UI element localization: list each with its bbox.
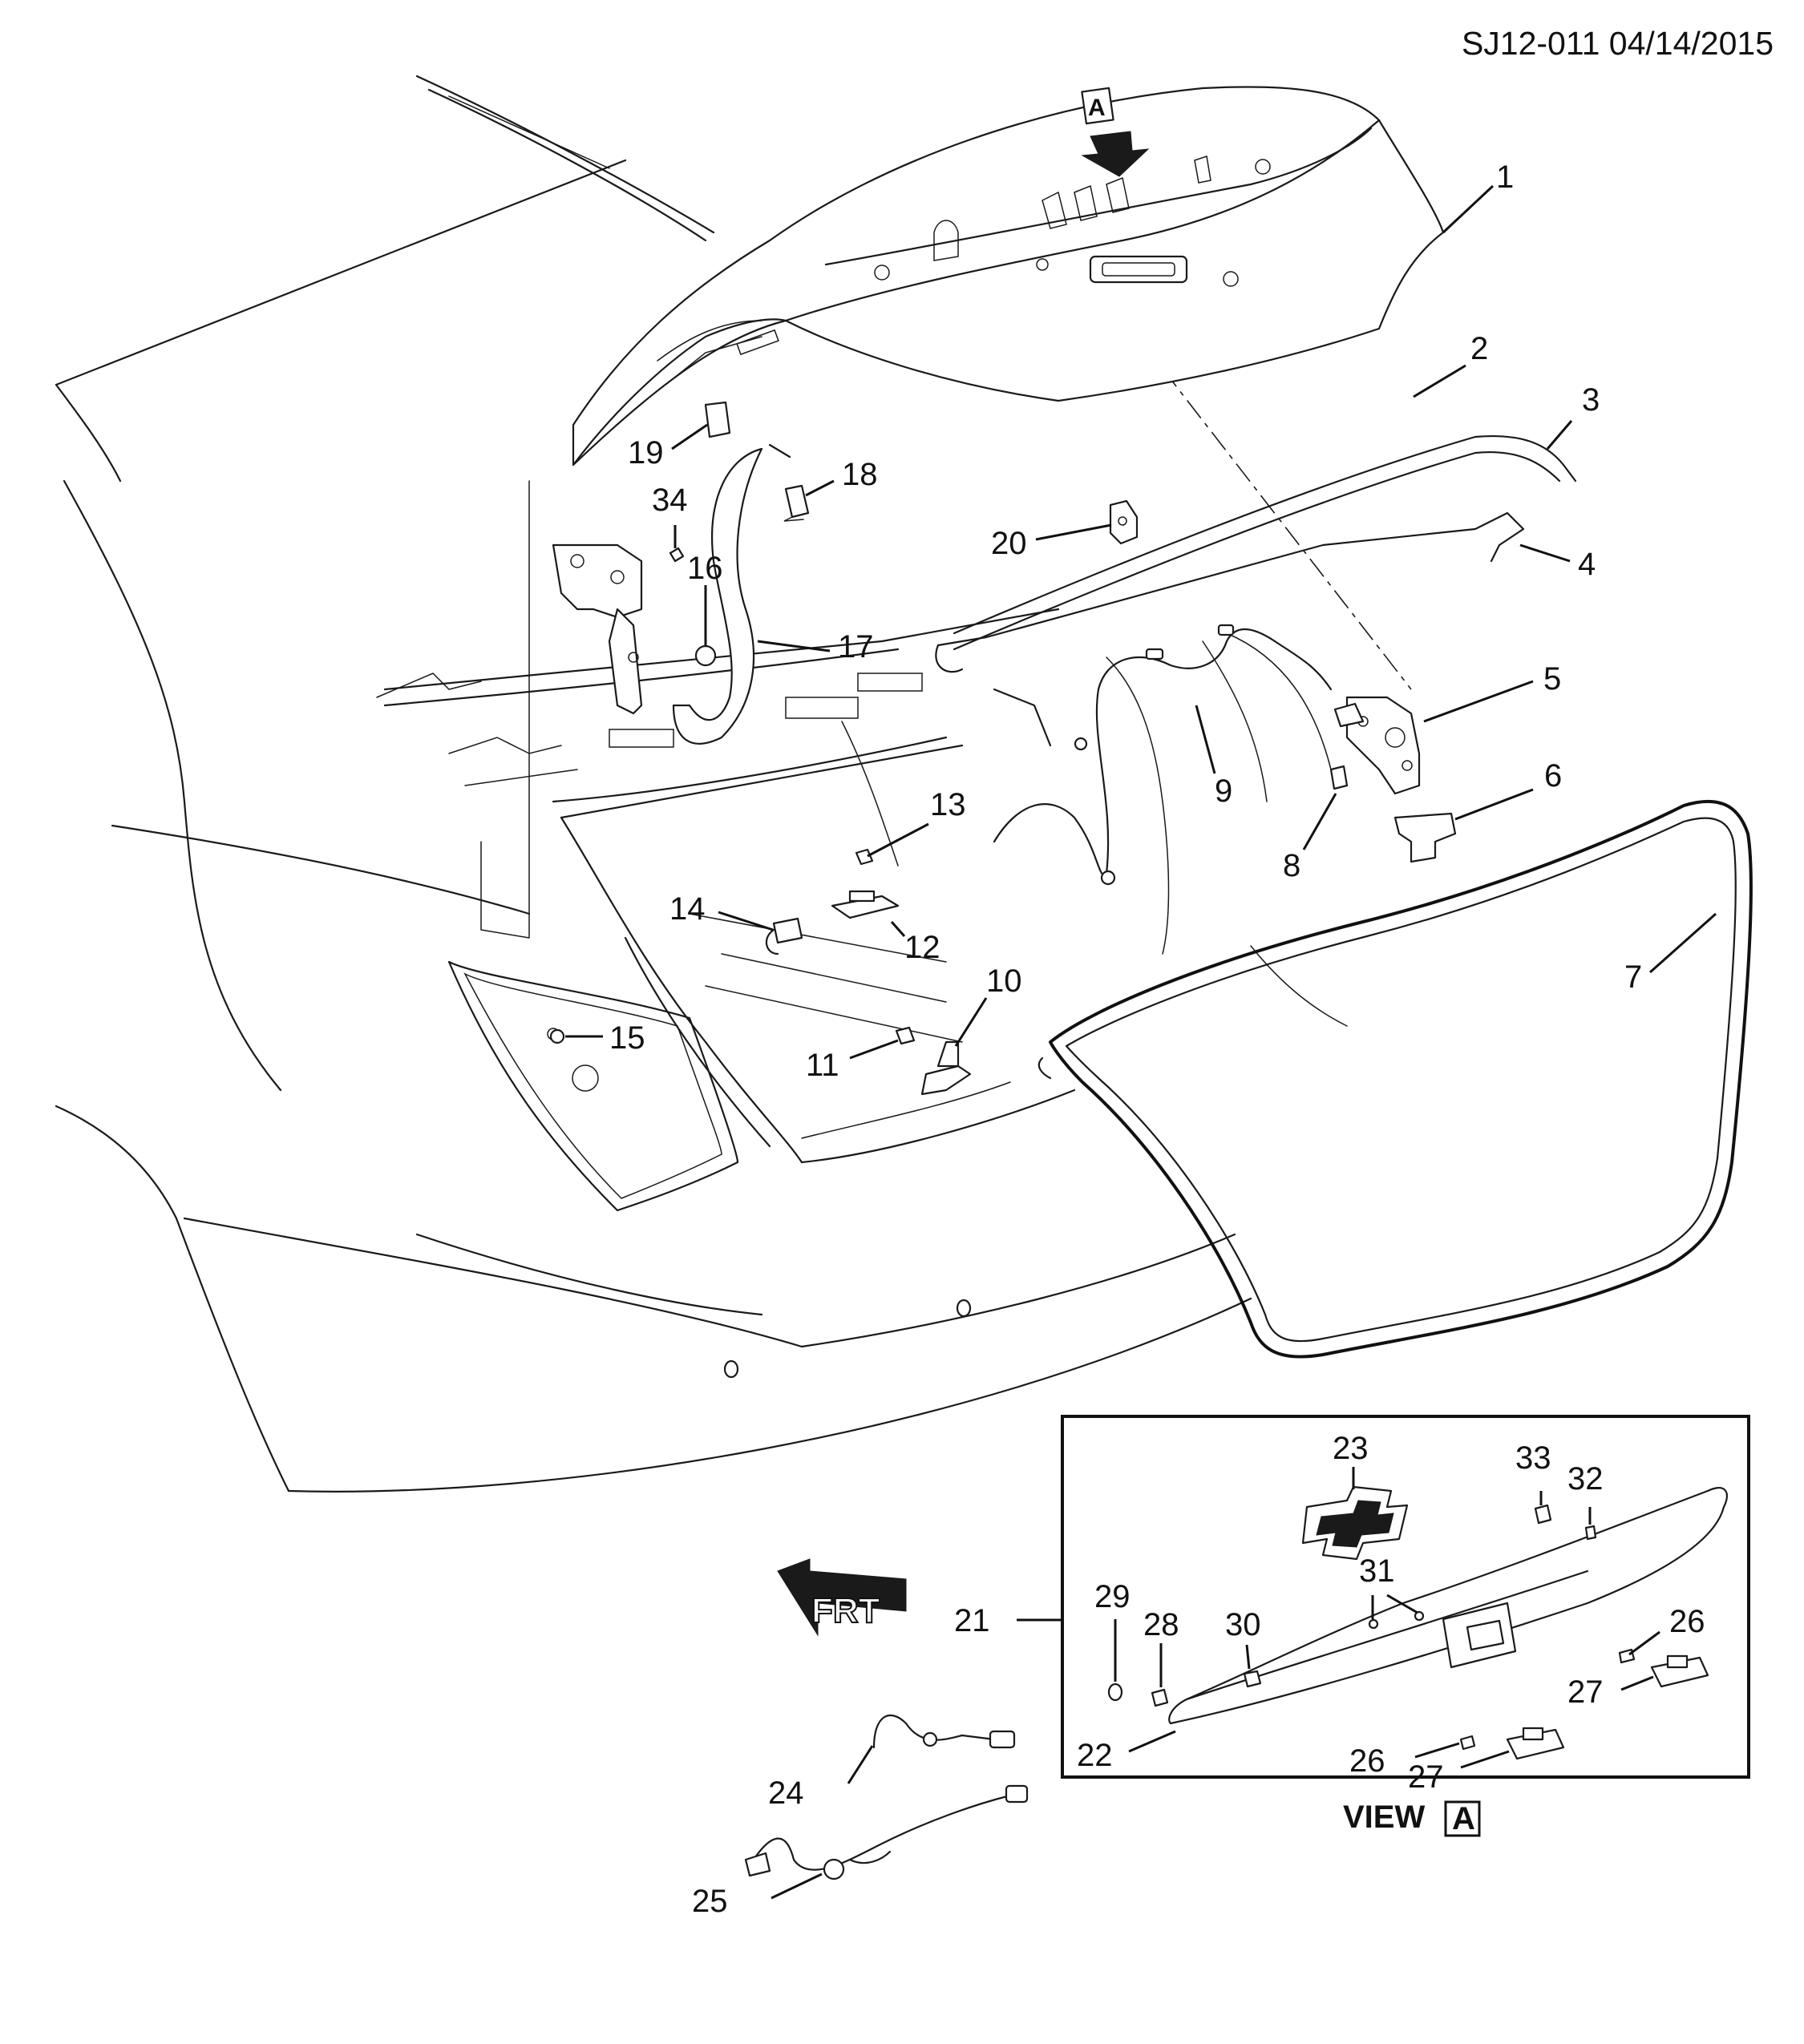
front-direction-marker: FRT — [777, 1558, 907, 1637]
callout-27b: 27 — [1408, 1750, 1510, 1795]
callout-34: 34 — [652, 483, 688, 548]
svg-text:8: 8 — [1283, 848, 1300, 883]
part-20-striker — [1109, 499, 1139, 545]
callout-22: 22 — [1077, 1730, 1176, 1773]
part-7-weatherstrip — [1038, 800, 1753, 1359]
callouts: 1 2 3 4 5 6 7 8 9 10 11 12 13 14 15 16 1… — [565, 160, 1717, 1919]
svg-text:27: 27 — [1567, 1674, 1604, 1710]
callout-32: 32 — [1567, 1461, 1604, 1525]
svg-text:4: 4 — [1578, 547, 1596, 582]
callout-21: 21 — [954, 1603, 990, 1638]
callout-19: 19 — [628, 423, 708, 471]
svg-text:15: 15 — [609, 1020, 645, 1056]
callout-30: 30 — [1225, 1607, 1261, 1670]
svg-text:27: 27 — [1408, 1759, 1444, 1795]
svg-text:31: 31 — [1359, 1553, 1395, 1589]
view-a-letter-box — [1444, 1800, 1481, 1837]
callout-31: 31 — [1359, 1553, 1418, 1619]
view-a-box — [1017, 1415, 1750, 1779]
svg-text:20: 20 — [991, 526, 1027, 561]
svg-text:33: 33 — [1515, 1440, 1551, 1476]
part-9-harness — [993, 624, 1333, 886]
callout-15: 15 — [565, 1020, 645, 1056]
svg-text:26: 26 — [1669, 1604, 1705, 1639]
callout-4: 4 — [1519, 543, 1596, 582]
car-body — [55, 75, 1412, 1493]
callout-7: 7 — [1624, 912, 1717, 995]
callout-26b: 26 — [1349, 1742, 1460, 1779]
svg-text:25: 25 — [692, 1884, 728, 1919]
callout-9: 9 — [1195, 705, 1232, 809]
svg-text:12: 12 — [904, 930, 940, 965]
svg-text:3: 3 — [1582, 382, 1600, 418]
callout-26a: 26 — [1628, 1604, 1705, 1656]
diagram-reference: SJ12-011 04/14/2015 — [1462, 25, 1774, 62]
svg-text:FRT: FRT — [811, 1591, 880, 1630]
svg-text:2: 2 — [1470, 331, 1488, 366]
callout-27a: 27 — [1567, 1674, 1654, 1710]
svg-text:A: A — [1452, 1801, 1475, 1836]
callout-8: 8 — [1283, 793, 1337, 883]
callout-13: 13 — [867, 787, 966, 858]
svg-text:34: 34 — [652, 483, 688, 518]
svg-text:7: 7 — [1624, 959, 1642, 995]
svg-text:22: 22 — [1077, 1738, 1113, 1773]
svg-text:18: 18 — [842, 457, 878, 492]
svg-text:24: 24 — [768, 1775, 804, 1811]
callout-18: 18 — [805, 457, 878, 497]
svg-text:21: 21 — [954, 1603, 990, 1638]
small-parts — [549, 848, 972, 1096]
svg-text:1: 1 — [1496, 160, 1514, 195]
svg-text:30: 30 — [1225, 1607, 1261, 1642]
svg-text:6: 6 — [1544, 758, 1562, 794]
trunk-lid — [572, 86, 1445, 467]
callout-24: 24 — [768, 1745, 874, 1811]
callout-28: 28 — [1143, 1607, 1179, 1687]
view-a-arrow: A — [1081, 87, 1150, 177]
svg-text:11: 11 — [806, 1048, 839, 1083]
svg-text:A: A — [1088, 95, 1106, 121]
svg-text:5: 5 — [1543, 661, 1561, 697]
callout-29: 29 — [1094, 1579, 1131, 1682]
callout-33: 33 — [1515, 1440, 1551, 1505]
view-a-label: VIEW — [1343, 1800, 1425, 1835]
callout-14: 14 — [669, 891, 774, 931]
callout-5: 5 — [1423, 661, 1561, 723]
svg-text:9: 9 — [1215, 774, 1232, 809]
callout-6: 6 — [1454, 758, 1562, 821]
latch-assembly — [1329, 696, 1457, 863]
svg-text:23: 23 — [1333, 1431, 1369, 1466]
svg-text:19: 19 — [628, 435, 664, 471]
callout-23: 23 — [1333, 1431, 1369, 1489]
callout-10: 10 — [954, 963, 1022, 1047]
svg-text:32: 32 — [1567, 1461, 1604, 1497]
callout-25: 25 — [692, 1872, 823, 1919]
harness-24-25 — [744, 1715, 1029, 1880]
svg-text:16: 16 — [687, 551, 723, 586]
svg-text:26: 26 — [1349, 1743, 1385, 1779]
callout-3: 3 — [1546, 382, 1600, 450]
callout-11: 11 — [806, 1039, 899, 1083]
svg-text:14: 14 — [669, 891, 706, 927]
svg-text:17: 17 — [838, 629, 874, 665]
release-rods — [935, 435, 1577, 747]
callout-2: 2 — [1413, 331, 1488, 398]
callout-16: 16 — [687, 551, 723, 646]
svg-text:29: 29 — [1094, 1579, 1131, 1614]
callout-12: 12 — [890, 921, 940, 965]
svg-text:10: 10 — [986, 963, 1022, 999]
hinge-assembly — [552, 401, 810, 745]
callout-1: 1 — [1442, 160, 1514, 234]
callout-17: 17 — [757, 629, 874, 665]
callout-20: 20 — [991, 523, 1112, 561]
svg-text:13: 13 — [930, 787, 966, 822]
svg-text:28: 28 — [1143, 1607, 1179, 1642]
